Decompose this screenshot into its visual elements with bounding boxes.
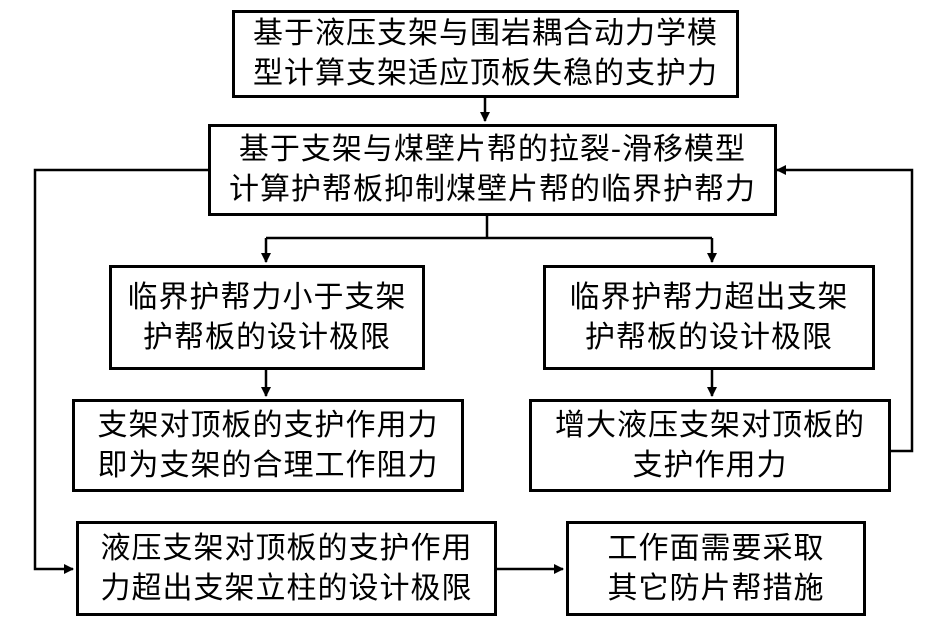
other-measures-box: 工作面需要采取 其它防片帮措施 [566,521,866,616]
critical-force-line1: 基于支架与煤壁片帮的拉裂-滑移模型 [238,132,747,167]
exceeds-column-line1: 液压支架对顶板的支护作用 [100,530,473,566]
reasonable-resistance-line2: 即为支架的合理工作阻力 [97,447,439,483]
below-limit-box: 临界护帮力小于支架 护帮板的设计极限 [109,265,425,370]
support-force-line1: 基于液压支架与围岩耦合动力学模 [253,16,718,51]
increase-force-line2: 支护作用力 [632,447,788,483]
other-measures-line2: 其它防片帮措施 [607,570,825,606]
reasonable-resistance-line1: 支架对顶板的支护作用力 [97,407,439,443]
below-limit-line1: 临界护帮力小于支架 [127,279,407,315]
other-measures-line1: 工作面需要采取 [607,530,825,566]
above-limit-box: 临界护帮力超出支架 护帮板的设计极限 [543,265,875,370]
increase-force-line1: 增大液压支架对顶板的 [555,407,865,443]
increase-force-box: 增大液压支架对顶板的 支护作用力 [529,399,891,492]
left-loop [33,168,209,574]
critical-force-line2: 计算护帮板抑制煤壁片帮的临界护帮力 [229,172,756,207]
exceeds-column-line2: 力超出支架立柱的设计极限 [100,570,473,606]
support-force-line2: 型计算支架适应顶板失稳的支护力 [253,56,718,91]
feedback-loop-right [776,165,914,453]
critical-force-model-box: 基于支架与煤壁片帮的拉裂-滑移模型 计算护帮板抑制煤壁片帮的临界护帮力 [208,124,777,216]
above-limit-line2: 护帮板的设计极限 [585,319,833,355]
support-force-model-box: 基于液压支架与围岩耦合动力学模 型计算支架适应顶板失稳的支护力 [232,10,739,98]
above-limit-line1: 临界护帮力超出支架 [569,279,849,315]
exceeds-column-limit-box: 液压支架对顶板的支护作用 力超出支架立柱的设计极限 [76,521,497,616]
below-limit-line2: 护帮板的设计极限 [143,319,391,355]
reasonable-resistance-box: 支架对顶板的支护作用力 即为支架的合理工作阻力 [72,399,464,492]
